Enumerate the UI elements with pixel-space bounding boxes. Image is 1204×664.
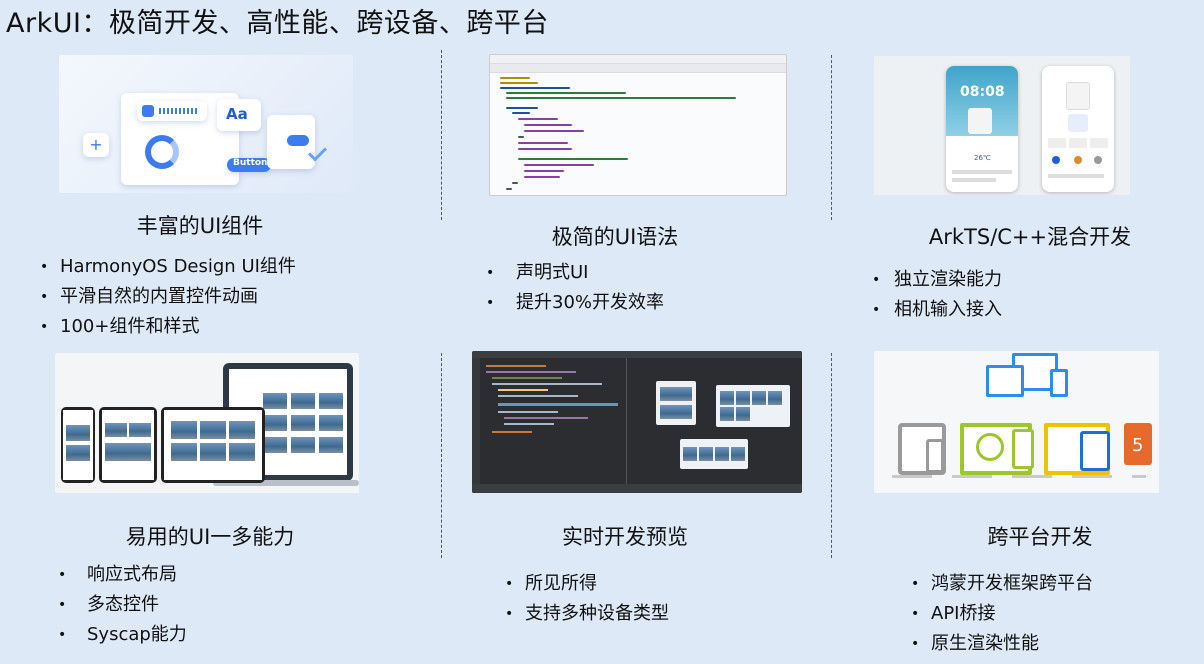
donut-chart-icon [145,135,179,169]
column-separator-1 [441,50,442,220]
bullet-list: •声明式UI •提升30%开发效率 [486,258,664,318]
phone-device [61,407,95,483]
bullet-list: •响应式布局 •多态控件 •Syscap能力 [58,560,187,650]
tablet-device [161,407,265,483]
preview-device-1 [656,381,696,425]
list-item: •API桥接 [911,603,996,624]
clock-text: 08:08 [960,84,1005,100]
list-item: •鸿蒙开发框架跨平台 [911,573,1093,594]
bullet-list: •独立渲染能力 •相机输入接入 [872,265,1002,325]
ui-components-illustration: Aa + Button [59,55,353,193]
ide-preview-screenshot [472,351,802,493]
list-item: •独立渲染能力 [872,269,1002,290]
column-separator-2 [831,55,832,220]
button-label: Button [233,158,268,168]
phone-left: 08:08 26℃ [946,66,1018,192]
bullet-list: •HarmonyOS Design UI组件 •平滑自然的内置控件动画 •100… [40,252,296,342]
laptop-base [213,480,359,486]
section-caption: 丰富的UI组件 [136,214,264,238]
section-caption: 跨平台开发 [987,525,1093,549]
waveform-card [137,101,207,121]
list-item: •支持多种设备类型 [505,603,669,624]
blue-phone-icon [1050,369,1068,397]
html5-icon: 5 [1124,423,1152,465]
aa-label: Aa [226,105,248,123]
html5-digit: 5 [1132,435,1144,456]
list-item: •HarmonyOS Design UI组件 [40,256,296,277]
toggle-card [267,115,315,169]
multi-device-layout-illustration [55,353,359,493]
section-caption: 极简的UI语法 [551,225,679,249]
cross-platform-illustration: 5 [874,351,1159,493]
list-item: •Syscap能力 [58,624,187,645]
list-item: •多态控件 [58,594,159,615]
list-item: •所见所得 [505,573,597,594]
list-item: •100+组件和样式 [40,316,200,337]
bullet-list: •所见所得 •支持多种设备类型 [505,569,669,629]
section-caption: 易用的UI一多能力 [125,525,295,549]
plus-card: + [83,133,109,157]
column-separator-4 [831,353,832,558]
section-caption: ArkTS/C++混合开发 [928,225,1132,249]
preview-device-3 [680,439,748,469]
aa-card: Aa [217,99,261,131]
foldable-device [99,407,157,483]
code-editor-screenshot [489,54,787,196]
slide-title: ArkUI：极简开发、高性能、跨设备、跨平台 [6,8,549,39]
list-item: •平滑自然的内置控件动画 [40,286,258,307]
bullet-list: •鸿蒙开发框架跨平台 •API桥接 •原生渲染性能 [911,569,1093,659]
plus-icon: + [89,135,103,154]
column-separator-3 [441,353,442,558]
button-card: Button [227,158,271,172]
phone-app-screenshot: 08:08 26℃ [874,56,1130,195]
blue-screen-icon [986,365,1024,397]
laptop-device [223,363,353,481]
list-item: •声明式UI [486,262,589,283]
list-item: •相机输入接入 [872,299,1002,320]
temp-text: 26℃ [974,154,991,162]
section-caption: 实时开发预览 [562,525,688,549]
list-item: •响应式布局 [58,564,177,585]
phone-right [1042,66,1114,192]
list-item: •原生渲染性能 [911,633,1039,654]
list-item: •提升30%开发效率 [486,292,665,313]
preview-device-2 [716,385,790,427]
